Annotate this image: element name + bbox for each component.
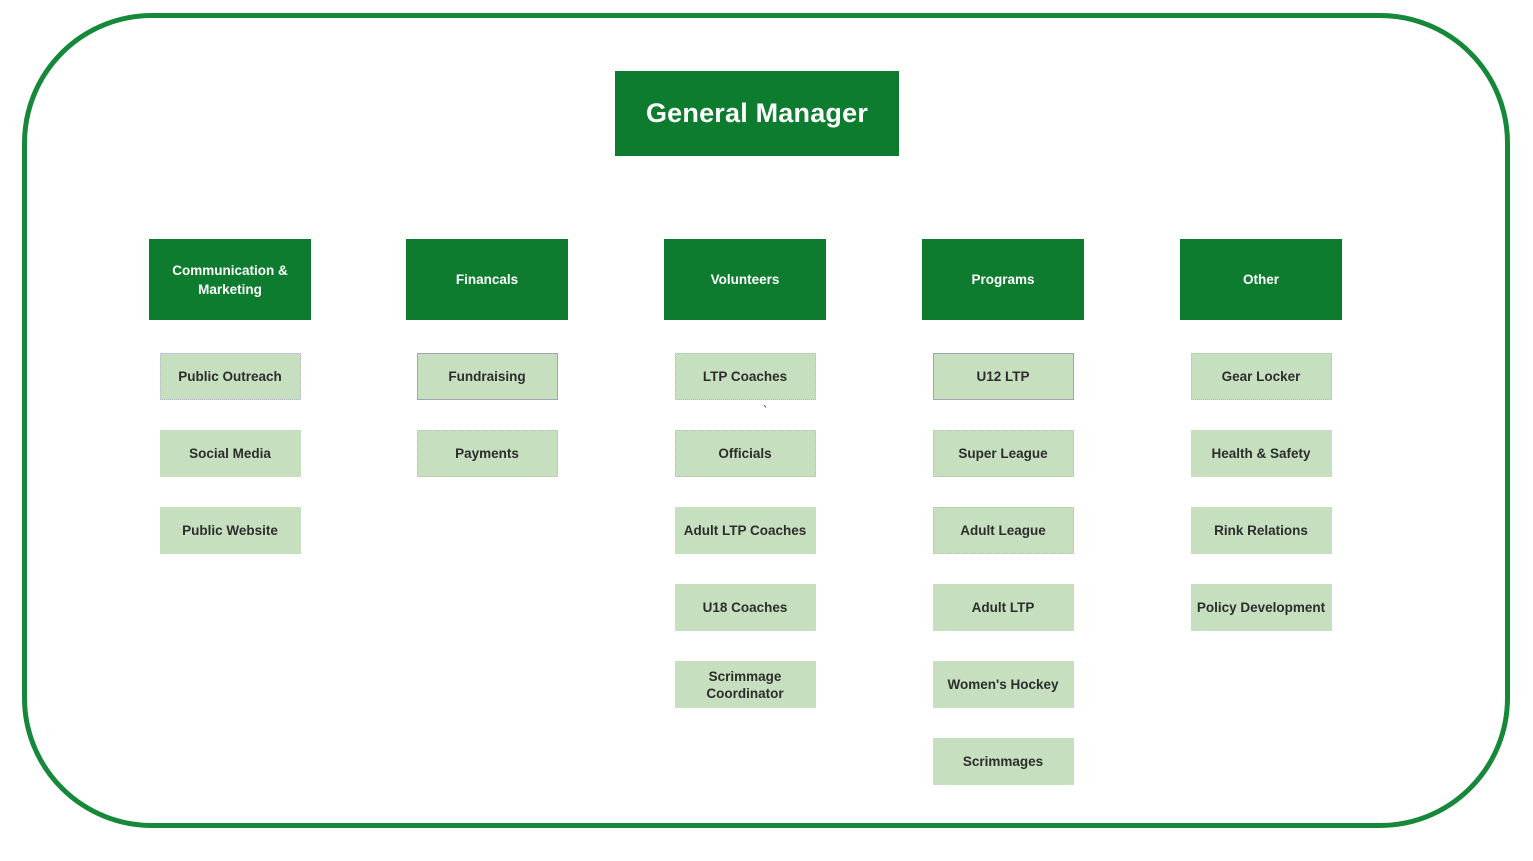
node-label: Adult LTP [971,600,1035,615]
node-financals[interactable]: Financals [406,239,568,320]
node-label: Volunteers [710,272,780,287]
node-public-website[interactable]: Public Website [159,507,301,554]
node-label: Programs [971,272,1035,287]
node-other[interactable]: Other [1180,239,1342,320]
node-adult-ltp-coaches[interactable]: Adult LTP Coaches [674,507,816,554]
stray-backtick-mark: ` [762,404,770,418]
node-scrimmage-coordinator[interactable]: Scrimmage Coordinator [674,661,816,708]
node-programs[interactable]: Programs [922,239,1084,320]
node-volunteers[interactable]: Volunteers [664,239,826,320]
node-health-safety[interactable]: Health & Safety [1190,430,1332,477]
node-label: Women's Hockey [947,677,1059,692]
node-ltp-coaches[interactable]: LTP Coaches [674,353,816,400]
node-label: LTP Coaches [702,369,788,384]
node-label: U18 Coaches [702,600,788,615]
node-label: Other [1242,272,1279,287]
node-label: Rink Relations [1214,523,1308,538]
node-label: Adult LTP Coaches [683,523,807,538]
node-label: Scrimmage Coordinator [706,668,784,701]
node-label: U12 LTP [976,369,1030,384]
node-women-s-hockey[interactable]: Women's Hockey [932,661,1074,708]
node-general-manager[interactable]: General Manager [615,71,899,156]
node-label: Adult League [960,523,1046,538]
node-label: Public Website [182,523,278,538]
node-u12-ltp[interactable]: U12 LTP [932,353,1074,400]
node-u18-coaches[interactable]: U18 Coaches [674,584,816,631]
node-scrimmages[interactable]: Scrimmages [932,738,1074,785]
node-communication-marketing[interactable]: Communication & Marketing [149,239,311,320]
node-label: Financals [455,272,519,287]
node-label: General Manager [645,98,869,128]
node-label: Scrimmages [962,754,1044,769]
node-label: Super League [958,446,1048,461]
node-label: Social Media [189,446,271,461]
node-policy-development[interactable]: Policy Development [1190,584,1332,631]
node-label: Health & Safety [1211,446,1311,461]
node-payments[interactable]: Payments [416,430,558,477]
node-label: Gear Locker [1221,369,1301,384]
node-public-outreach[interactable]: Public Outreach [159,353,301,400]
node-label: Public Outreach [178,369,282,384]
node-adult-league[interactable]: Adult League [932,507,1074,554]
node-social-media[interactable]: Social Media [159,430,301,477]
node-officials[interactable]: Officials [674,430,816,477]
node-label: Officials [718,446,772,461]
node-label: Fundraising [448,369,526,384]
node-rink-relations[interactable]: Rink Relations [1190,507,1332,554]
node-gear-locker[interactable]: Gear Locker [1190,353,1332,400]
node-adult-ltp[interactable]: Adult LTP [932,584,1074,631]
node-fundraising[interactable]: Fundraising [416,353,558,400]
node-label: Payments [455,446,519,461]
node-label: Communication & Marketing [172,262,288,297]
chart-outer-frame [22,13,1510,828]
node-super-league[interactable]: Super League [932,430,1074,477]
node-label: Policy Development [1196,600,1326,615]
